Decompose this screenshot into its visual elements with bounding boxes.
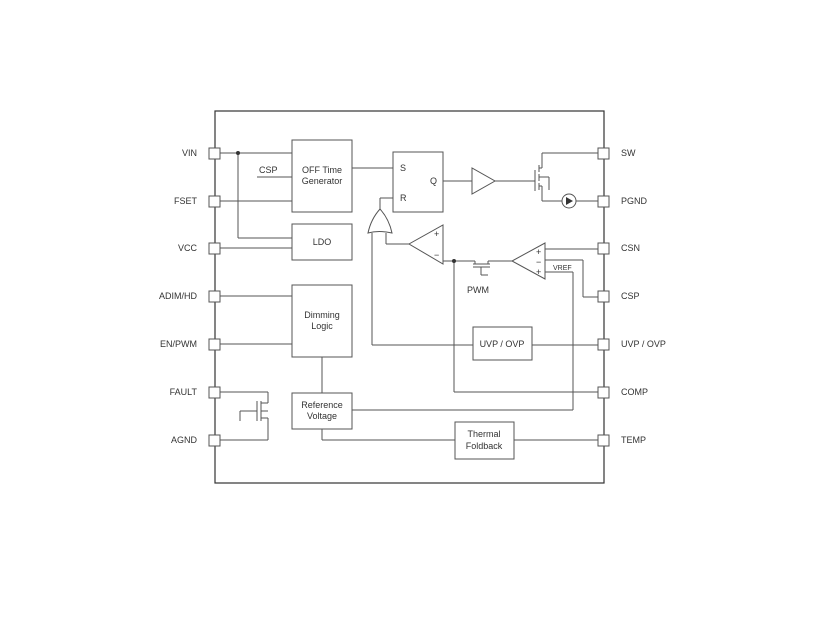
pin-uvp-ovp [597, 338, 610, 351]
wires [220, 152, 598, 441]
pin-sw [597, 147, 610, 160]
pwm-comparator: + − [407, 224, 444, 265]
pin-label-csp: CSP [621, 291, 640, 301]
reference-label-2: Voltage [307, 411, 337, 421]
pin-adim [208, 290, 221, 303]
vref-label: VREF [553, 265, 572, 272]
pwm-switch-label: PWM [467, 285, 489, 295]
thermal-label-2: Foldback [466, 441, 503, 451]
reference-label-1: Reference [301, 400, 343, 410]
pin-label-agnd: AGND [171, 435, 198, 445]
pin-label-pgnd: PGND [621, 196, 648, 206]
ldo-block: LDO [291, 223, 353, 261]
pwm-switch-icon [473, 261, 490, 276]
erramp-plus: + [536, 247, 541, 257]
comparator-plus: + [434, 229, 439, 239]
dimming-label-2: Logic [311, 321, 333, 331]
pin-label-vin: VIN [182, 148, 197, 158]
pin-vcc [208, 242, 221, 255]
pin-fset [208, 195, 221, 208]
pin-label-fset: FSET [174, 196, 198, 206]
sr-flipflop: S R Q [392, 151, 444, 213]
or-gate [367, 208, 393, 234]
pin-label-csn: CSN [621, 243, 640, 253]
pin-agnd [208, 434, 221, 447]
pin-label-sw: SW [621, 148, 636, 158]
current-sense-icon [561, 193, 577, 209]
pin-en-pwm [208, 338, 221, 351]
gate-driver-buffer [471, 167, 497, 195]
comparator-minus: − [434, 250, 439, 260]
pin-csp [597, 290, 610, 303]
reference-voltage-block: Reference Voltage [291, 392, 353, 430]
flipflop-q-label: Q [430, 176, 437, 186]
pin-label-fault: FAULT [170, 387, 198, 397]
erramp-plus-2: + [536, 267, 541, 277]
erramp-minus: − [536, 257, 541, 267]
fault-transistor-icon [239, 401, 268, 421]
pin-fault [208, 386, 221, 399]
off-time-label-2: Generator [302, 176, 343, 186]
junction-dot [236, 151, 240, 155]
junction-dot [452, 259, 456, 263]
pin-pgnd [597, 195, 610, 208]
power-mosfet-icon [534, 163, 550, 191]
right-pins: SW PGND CSN CSP UVP / OVP COMP TEMP [597, 147, 666, 447]
pin-label-vcc: VCC [178, 243, 198, 253]
pin-csn [597, 242, 610, 255]
pin-label-comp: COMP [621, 387, 648, 397]
pin-label-adim: ADIM/HD [159, 291, 198, 301]
thermal-label-1: Thermal [467, 429, 500, 439]
flipflop-r-label: R [400, 193, 407, 203]
pin-vin [208, 147, 221, 160]
dimming-logic-block: Dimming Logic [291, 284, 353, 358]
off-time-label-1: OFF Time [302, 165, 342, 175]
pin-label-en-pwm: EN/PWM [160, 339, 197, 349]
pin-label-uvp-ovp: UVP / OVP [621, 339, 666, 349]
pin-comp [597, 386, 610, 399]
uvp-ovp-block: UVP / OVP [472, 326, 533, 361]
thermal-foldback-block: Thermal Foldback [454, 421, 515, 460]
off-time-generator-block: OFF Time Generator [291, 139, 353, 213]
pin-temp [597, 434, 610, 447]
pin-label-temp: TEMP [621, 435, 646, 445]
uvp-ovp-label: UVP / OVP [480, 339, 525, 349]
dimming-label-1: Dimming [304, 310, 340, 320]
error-amplifier: + − + [510, 242, 546, 280]
off-time-csp-label: CSP [259, 165, 278, 175]
ldo-label: LDO [313, 237, 332, 247]
flipflop-s-label: S [400, 163, 406, 173]
left-pins: VIN FSET VCC ADIM/HD EN/PWM FAULT AGND [159, 147, 221, 447]
